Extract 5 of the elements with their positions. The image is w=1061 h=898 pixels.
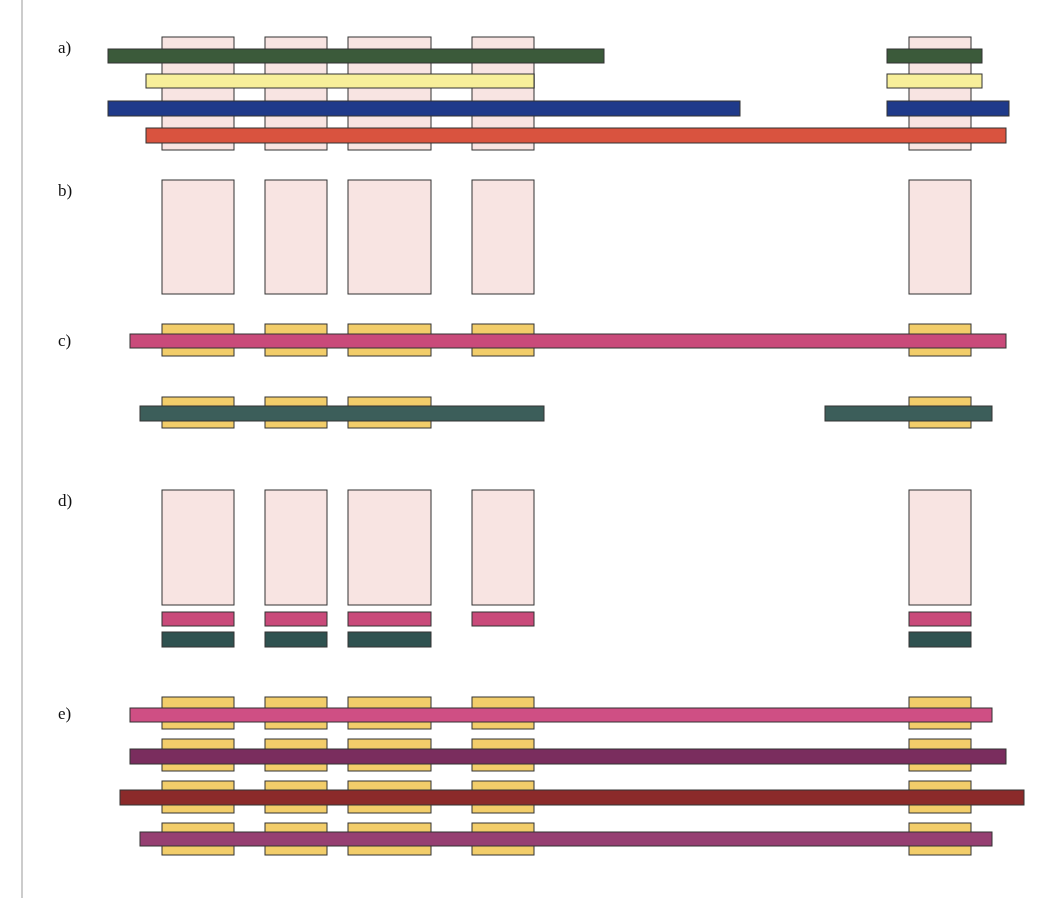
panel-label: a) <box>58 38 72 58</box>
panel-label: e) <box>58 704 72 724</box>
panel-label: d) <box>58 491 73 511</box>
panel-label: c) <box>58 331 72 351</box>
panel-label: b) <box>58 181 73 201</box>
